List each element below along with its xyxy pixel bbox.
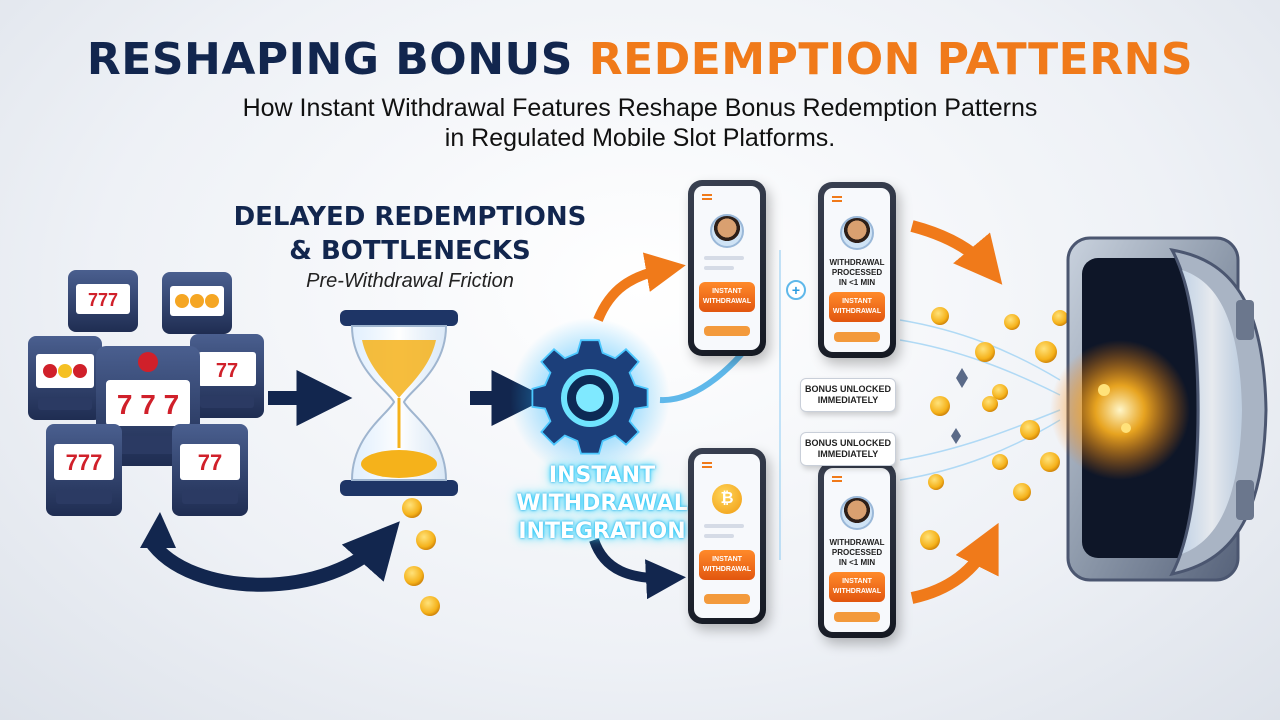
instant-label-line-2: WITHDRAWAL bbox=[516, 491, 688, 516]
delayed-redemptions-heading: DELAYED REDEMPTIONS & BOTTLENECKS bbox=[210, 200, 610, 268]
phone-screen: WITHDRAWAL PROCESSED IN <1 MIN INSTANT W… bbox=[824, 188, 890, 352]
arrow-top-to-vault bbox=[910, 220, 1003, 285]
arrow-gear-to-top-phone bbox=[593, 252, 686, 322]
secondary-button[interactable] bbox=[834, 332, 880, 342]
slot-machine: 777 bbox=[46, 424, 122, 516]
hourglass-icon bbox=[340, 310, 458, 496]
delayed-heading-line-2: & BOTTLENECKS bbox=[289, 236, 531, 266]
secondary-button[interactable] bbox=[834, 612, 880, 622]
instant-withdrawal-button[interactable]: INSTANT WITHDRAWAL bbox=[699, 282, 755, 312]
slot-machine bbox=[28, 336, 102, 420]
menu-icon bbox=[702, 194, 712, 196]
menu-icon bbox=[832, 476, 842, 478]
page-title: RESHAPING BONUS REDEMPTION PATTERNS bbox=[0, 38, 1280, 82]
phone-screen: ₿ INSTANT WITHDRAWAL bbox=[694, 454, 760, 618]
svg-text:77: 77 bbox=[198, 450, 222, 475]
title-part-orange: REDEMPTION PATTERNS bbox=[588, 34, 1194, 85]
slot-machine: 77 bbox=[172, 424, 248, 516]
avatar bbox=[710, 214, 744, 248]
arrow-bottom-to-vault bbox=[910, 522, 999, 604]
svg-text:7 7 7: 7 7 7 bbox=[117, 389, 179, 420]
bonus-unlocked-bubble: BONUS UNLOCKED IMMEDIATELY bbox=[800, 378, 896, 412]
svg-text:77: 77 bbox=[216, 360, 238, 382]
instant-withdrawal-button[interactable]: INSTANT WITHDRAWAL bbox=[829, 572, 885, 602]
vault-icon bbox=[1050, 236, 1268, 582]
pre-withdrawal-friction-label: Pre-Withdrawal Friction bbox=[306, 270, 514, 292]
phone-bottom-right: WITHDRAWAL PROCESSED IN <1 MIN INSTANT W… bbox=[818, 462, 896, 638]
instant-label-line-1: INSTANT bbox=[548, 463, 656, 488]
plus-node-symbol: + bbox=[792, 282, 800, 298]
slot-machines-cluster: 777 77 7 7 7 777 bbox=[28, 270, 264, 516]
svg-text:777: 777 bbox=[66, 450, 103, 475]
menu-icon bbox=[832, 196, 842, 198]
phone-screen: INSTANT WITHDRAWAL bbox=[694, 186, 760, 350]
bitcoin-coin-icon: ₿ bbox=[712, 484, 742, 514]
text-placeholder bbox=[704, 256, 744, 260]
text-placeholder bbox=[704, 524, 744, 528]
instant-label-line-3: INTEGRATION bbox=[518, 519, 686, 544]
instant-withdrawal-button[interactable]: INSTANT WITHDRAWAL bbox=[699, 550, 755, 580]
subtitle-line-1: How Instant Withdrawal Features Reshape … bbox=[242, 94, 1038, 122]
secondary-button[interactable] bbox=[704, 326, 750, 336]
withdrawal-processed-text: WITHDRAWAL PROCESSED IN <1 MIN bbox=[829, 538, 885, 567]
falling-coins bbox=[402, 498, 440, 616]
withdrawal-processed-text: WITHDRAWAL PROCESSED IN <1 MIN bbox=[829, 258, 885, 287]
loop-arrow bbox=[144, 521, 400, 592]
plus-node bbox=[786, 280, 806, 300]
slot-machine: 777 bbox=[68, 270, 138, 332]
delayed-heading-line-1: DELAYED REDEMPTIONS bbox=[233, 202, 587, 232]
svg-text:777: 777 bbox=[88, 290, 118, 310]
slot-machine bbox=[162, 272, 232, 334]
phone-top-right: WITHDRAWAL PROCESSED IN <1 MIN INSTANT W… bbox=[818, 182, 896, 358]
arrow-gear-to-bottom-phone bbox=[589, 538, 686, 600]
bonus-unlocked-bubble: BONUS UNLOCKED IMMEDIATELY bbox=[800, 432, 896, 466]
text-placeholder bbox=[704, 266, 734, 270]
phone-bottom-left: ₿ INSTANT WITHDRAWAL bbox=[688, 448, 766, 624]
secondary-button[interactable] bbox=[704, 594, 750, 604]
gear-icon bbox=[510, 318, 670, 478]
phone-top-left: INSTANT WITHDRAWAL bbox=[688, 180, 766, 356]
instant-withdrawal-integration-label: INSTANT WITHDRAWAL INTEGRATION bbox=[482, 462, 722, 546]
avatar bbox=[840, 496, 874, 530]
slot-machine: 77 bbox=[190, 334, 264, 418]
phone-screen: WITHDRAWAL PROCESSED IN <1 MIN INSTANT W… bbox=[824, 468, 890, 632]
instant-withdrawal-button[interactable]: INSTANT WITHDRAWAL bbox=[829, 292, 885, 322]
title-part-navy: RESHAPING BONUS bbox=[86, 34, 573, 85]
text-placeholder bbox=[704, 534, 734, 538]
loop-arrow-head-left bbox=[140, 512, 176, 548]
subtitle-line-2: in Regulated Mobile Slot Platforms. bbox=[444, 124, 836, 152]
avatar bbox=[840, 216, 874, 250]
menu-icon bbox=[702, 462, 712, 464]
